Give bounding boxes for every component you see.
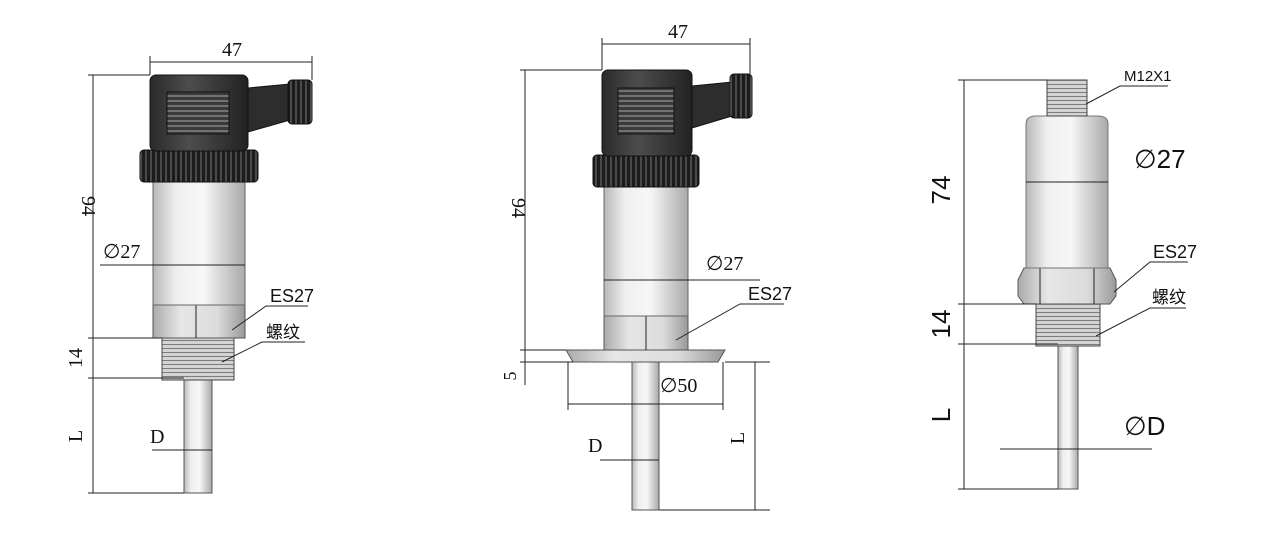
knurl-ring-middle [592, 154, 700, 188]
hex-nut-left [152, 304, 246, 339]
hex-nut-right [1017, 267, 1117, 305]
m12-connector [1046, 79, 1088, 117]
drawing-middle: 47 94 5 ∅27 ES27 ∅50 D L [500, 21, 792, 511]
dim-diameter-probe: D [150, 426, 164, 448]
dim-diameter-probe: D [588, 435, 602, 457]
dim-length: L [727, 432, 749, 444]
grille-icon [617, 87, 675, 135]
dim-height-body: 94 [77, 196, 99, 216]
body-right [1025, 115, 1109, 269]
label-thread: 螺纹 [1152, 288, 1186, 308]
dim-flange-diameter: ∅50 [660, 375, 697, 397]
flange-middle [565, 349, 726, 363]
cable-gland-left [287, 79, 313, 125]
label-hex: ES27 [270, 286, 314, 306]
dim-length: L [926, 408, 956, 422]
dim-height-body: 74 [926, 176, 956, 205]
cable-gland-middle [729, 73, 753, 119]
dim-height-thread: 14 [926, 310, 956, 339]
dim-length: L [65, 430, 87, 442]
body-middle [603, 184, 689, 317]
dim-flange-thickness: 5 [500, 372, 520, 381]
probe-left [183, 377, 213, 494]
dim-diameter-body: ∅27 [706, 253, 743, 275]
label-thread: 螺纹 [266, 323, 300, 343]
dim-height-thread: 14 [65, 348, 87, 368]
label-hex: ES27 [1153, 242, 1197, 262]
thread-left [161, 337, 235, 381]
label-connector: M12X1 [1124, 68, 1172, 85]
thread-right [1035, 303, 1101, 347]
drawing-left: 47 94 14 L ∅27 ES27 螺纹 D [65, 39, 314, 494]
dim-height-body: 94 [507, 198, 529, 218]
dim-width: 47 [222, 39, 242, 61]
label-hex: ES27 [748, 284, 792, 304]
dim-diameter-body: ∅27 [103, 241, 140, 263]
dim-width: 47 [668, 21, 688, 43]
grille-icon [166, 91, 230, 135]
probe-right [1057, 343, 1079, 490]
drawing-right: M12X1 ∅27 ES27 螺纹 74 14 L ∅D [926, 68, 1197, 490]
dim-diameter-probe: ∅D [1124, 411, 1165, 441]
knurl-ring-left [139, 149, 259, 183]
probe-middle [631, 361, 660, 511]
body-left [152, 179, 246, 306]
dim-diameter-body: ∅27 [1134, 144, 1186, 174]
